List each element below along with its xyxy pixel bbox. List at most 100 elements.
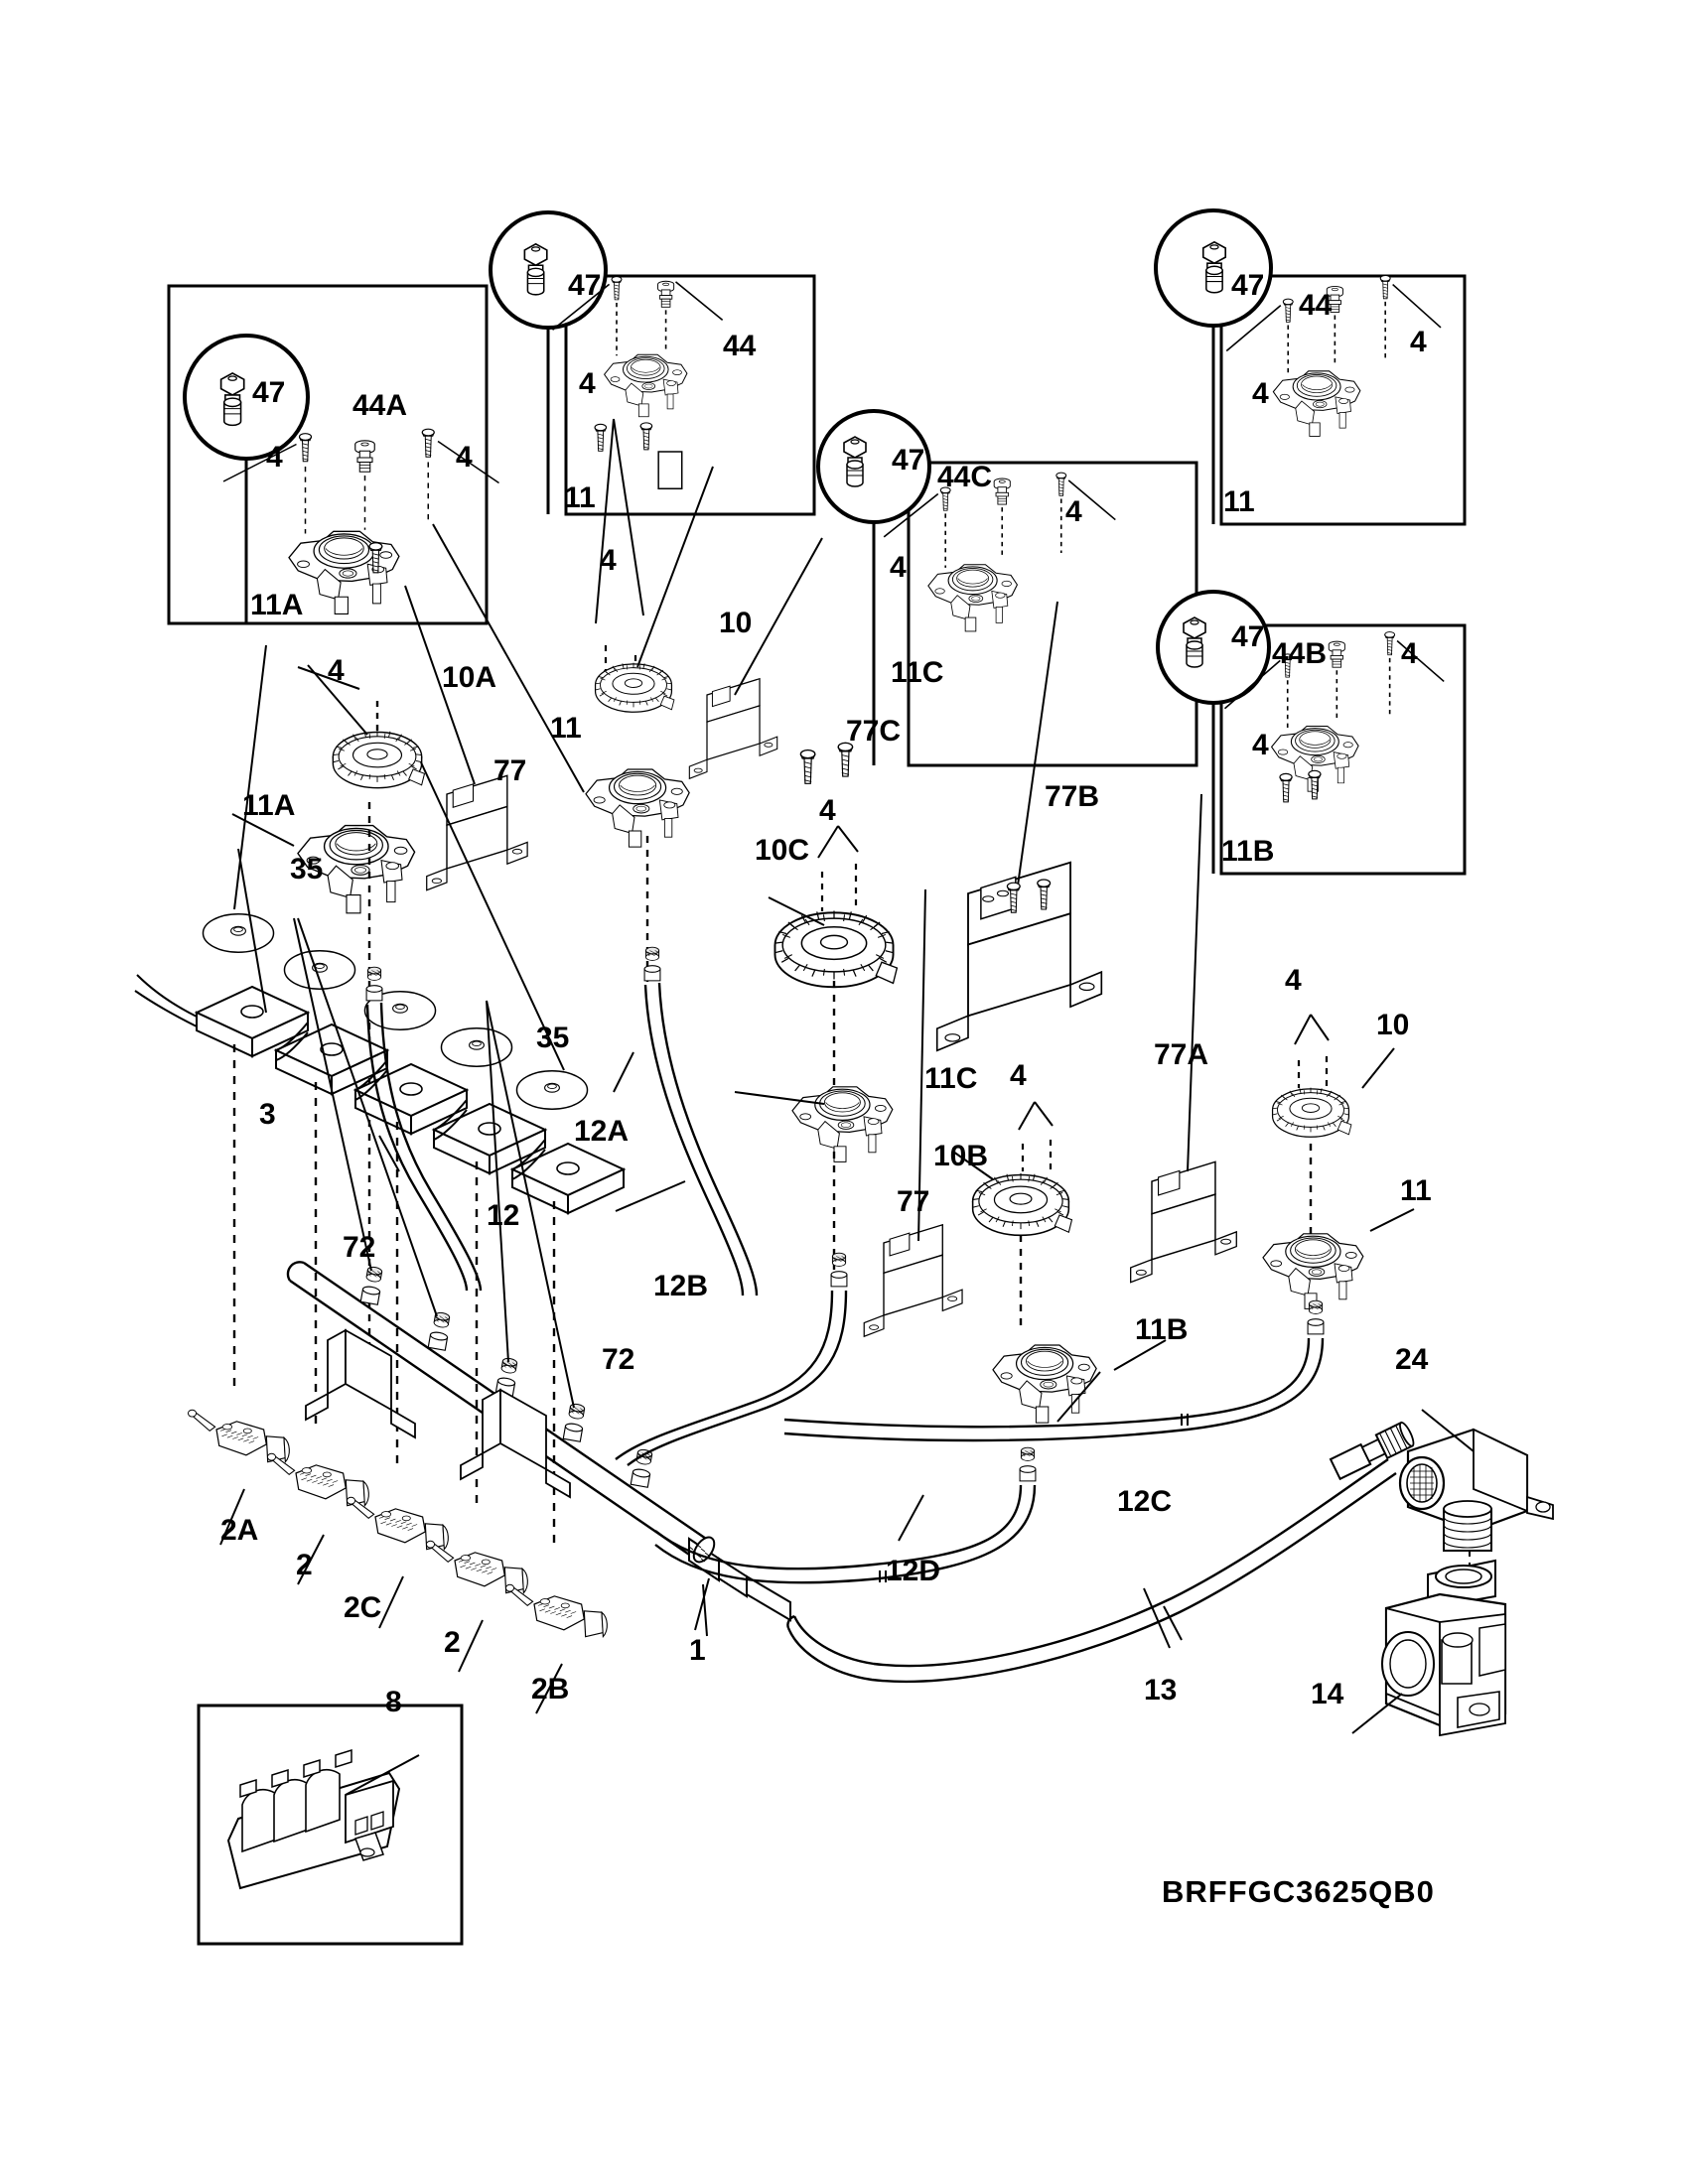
callout-2-b: 2 — [296, 1549, 313, 1581]
callout-4-11C-right: 4 — [1065, 495, 1082, 528]
callout-13: 13 — [1144, 1674, 1178, 1706]
callout-4-10: 4 — [600, 544, 617, 577]
callout-77C: 77C — [846, 715, 902, 748]
callout-35-b: 35 — [536, 1022, 570, 1054]
callout-2A: 2A — [220, 1514, 259, 1547]
part-12D-tube — [654, 1446, 1037, 1584]
callout-4-10B: 4 — [1010, 1059, 1027, 1092]
callout-4-11B-right: 4 — [1401, 637, 1418, 670]
part-10A-burner-head — [297, 496, 447, 789]
callout-10A: 10A — [442, 661, 497, 694]
part-12C-tube — [783, 1299, 1325, 1442]
detail-11B-content — [1156, 590, 1445, 874]
callout-4-11C-left: 4 — [890, 551, 907, 584]
callout-4-11A-left: 4 — [266, 441, 283, 474]
callout-10-center: 10 — [719, 607, 753, 639]
part-24-regulator — [1398, 1409, 1554, 1569]
callout-12B: 12B — [653, 1270, 709, 1302]
callout-10-right: 10 — [1376, 1009, 1410, 1041]
callout-72-b: 72 — [602, 1343, 635, 1376]
detail-8-content — [226, 1748, 420, 1890]
part-12-tube — [365, 966, 483, 1292]
detail-11R-content — [1154, 208, 1442, 524]
callout-10C: 10C — [755, 834, 810, 867]
part-2B-valve — [504, 1583, 608, 1638]
callout-4-10C: 4 — [819, 794, 836, 827]
callout-3: 3 — [259, 1098, 276, 1131]
callout-box-11A: 11A — [250, 589, 304, 621]
callout-11A: 11A — [242, 789, 296, 822]
callout-4-11B-left: 4 — [1252, 729, 1269, 761]
callout-10B: 10B — [933, 1140, 989, 1172]
part-10B-burner-head — [952, 879, 1073, 1330]
part-11-burner-base-center — [432, 523, 690, 983]
callout-35-a: 35 — [290, 853, 324, 886]
callout-47-11C: 47 — [892, 444, 925, 477]
callout-77-left: 77 — [493, 754, 527, 787]
callout-11-right: 11 — [1400, 1174, 1432, 1207]
callout-box-11C: 11C — [891, 656, 944, 689]
part-12B-tube — [615, 1252, 848, 1466]
part-77B-bracket — [935, 601, 1103, 1052]
callout-77B: 77B — [1045, 780, 1100, 813]
callout-24: 24 — [1395, 1343, 1429, 1376]
callout-44C: 44C — [937, 461, 993, 493]
callout-44: 44 — [723, 330, 757, 362]
callout-44A: 44A — [352, 389, 408, 422]
callout-47-11B: 47 — [1231, 620, 1265, 653]
model-number: BRFFGC3625QB0 — [1162, 1874, 1435, 1909]
part-13-supply-line — [786, 1458, 1397, 1684]
callout-11-center: 11 — [550, 712, 582, 745]
part-3-connectors — [134, 974, 546, 1180]
callout-box-11B: 11B — [1221, 835, 1275, 868]
part-11C-burner-base-mid — [734, 1086, 894, 1291]
part-12A-tube — [643, 946, 759, 1297]
callout-2-d: 2 — [444, 1626, 461, 1659]
callout-14: 14 — [1311, 1678, 1344, 1710]
callout-box-11R: 11 — [1223, 485, 1255, 518]
callout-4-11R-right: 4 — [1410, 326, 1427, 358]
detail-11-content — [489, 210, 724, 514]
manifold-brackets — [305, 1328, 571, 1499]
detail-11C-content — [816, 409, 1116, 765]
part-77-bracket-mid — [863, 884, 963, 1337]
callout-47-11A: 47 — [252, 376, 286, 409]
callout-box-11: 11 — [564, 481, 596, 514]
callout-44-r: 44 — [1299, 289, 1333, 322]
callout-4-10A: 4 — [328, 654, 345, 687]
part-10-burner-head-right — [1271, 769, 1395, 1241]
part-72-fittings — [293, 917, 655, 1488]
part-10-burner-head-center — [594, 418, 714, 713]
callout-72-a: 72 — [343, 1231, 376, 1264]
callout-4-11R-left: 4 — [1252, 377, 1269, 410]
callout-1: 1 — [689, 1634, 706, 1667]
callout-8: 8 — [385, 1686, 402, 1718]
callout-2B: 2B — [531, 1673, 570, 1706]
tube-leaders — [378, 1051, 1171, 1649]
callout-12: 12 — [487, 1199, 520, 1232]
callout-12D: 12D — [886, 1555, 941, 1587]
part-11-burner-base-right — [1262, 1208, 1415, 1310]
part-77C-bracket — [688, 537, 823, 779]
part-10C-burner-head — [768, 742, 899, 1102]
callout-11C-mid: 11C — [924, 1062, 978, 1095]
callout-12C: 12C — [1117, 1485, 1173, 1518]
valve-leaders — [219, 1488, 563, 1714]
part-77A-bracket — [1129, 793, 1238, 1284]
callout-4-11A-right: 4 — [456, 441, 473, 474]
callout-11B-mid: 11B — [1135, 1313, 1189, 1346]
callout-4-10-right: 4 — [1285, 964, 1302, 997]
part-11B-burner-base — [992, 1339, 1167, 1424]
callout-12A: 12A — [574, 1115, 630, 1148]
callout-44B: 44B — [1272, 637, 1328, 670]
part-77-bracket-left — [404, 585, 528, 891]
part-13-coupling — [1329, 1421, 1415, 1481]
callout-77A: 77A — [1154, 1038, 1209, 1071]
callout-47-11R: 47 — [1231, 269, 1265, 302]
callout-4-11-left: 4 — [579, 367, 596, 400]
callout-2C: 2C — [344, 1591, 382, 1624]
part-35-knobs — [202, 644, 589, 1110]
detail-11A-content — [183, 334, 499, 623]
